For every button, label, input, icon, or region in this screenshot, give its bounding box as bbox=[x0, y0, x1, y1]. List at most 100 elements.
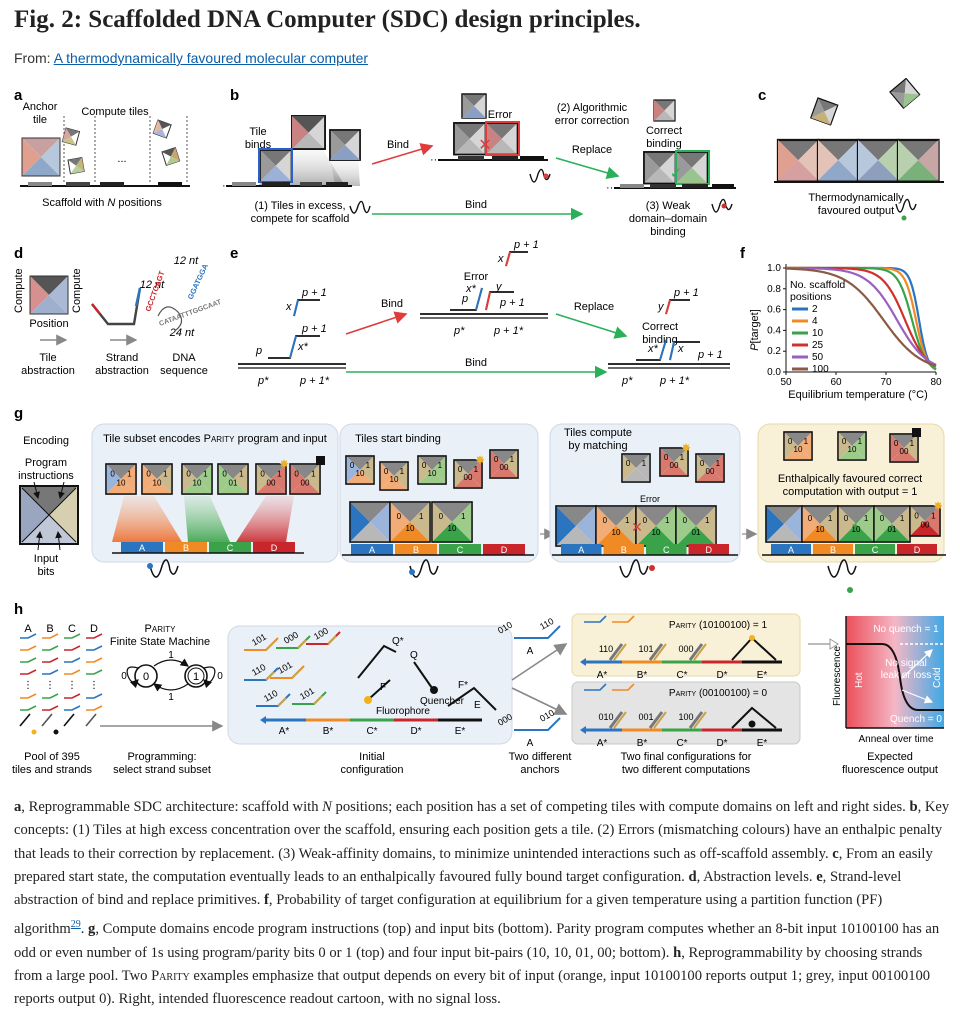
legend-entry-100: 100 bbox=[812, 364, 829, 375]
tile-bit: 1 bbox=[311, 470, 316, 479]
strand-bit-label: 101 bbox=[638, 644, 653, 654]
dna-sequence-label-2: sequence bbox=[160, 365, 208, 377]
x-tick-label: 70 bbox=[880, 377, 892, 388]
tile-bit: 1 bbox=[400, 467, 405, 476]
e-bind-label-2: Bind bbox=[465, 357, 487, 369]
tile-bit: 0 bbox=[683, 516, 688, 525]
bound-strand bbox=[648, 711, 664, 729]
panel-e-letter: e bbox=[230, 245, 238, 262]
svg-text:···: ··· bbox=[430, 154, 441, 166]
tile-bit: 1 bbox=[474, 465, 479, 474]
pool-strand bbox=[42, 657, 59, 663]
y-tick-label: 0.0 bbox=[767, 367, 781, 378]
reference-link-29[interactable]: 29 bbox=[70, 919, 81, 931]
legend-entry-25: 25 bbox=[812, 340, 824, 351]
tile-bit: 0 bbox=[397, 512, 402, 521]
no-signal-label-2: leak or loss bbox=[881, 670, 932, 681]
svg-text:p*: p* bbox=[453, 325, 465, 337]
svg-text:x*: x* bbox=[297, 341, 309, 353]
svg-text:x*: x* bbox=[647, 343, 659, 355]
e-label: E bbox=[474, 700, 481, 711]
no-signal-label-1: No signal bbox=[885, 658, 927, 669]
tile-bit: 0 bbox=[494, 455, 499, 464]
svg-text:⋮: ⋮ bbox=[23, 680, 33, 691]
nt-12-right: 12 nt bbox=[174, 255, 199, 267]
strand-bit-label: 100 bbox=[678, 712, 693, 722]
e-correct-binding-1: Correct bbox=[642, 321, 678, 333]
scaffold-domain-label: D* bbox=[716, 738, 727, 749]
tile-input-bits: 10 bbox=[193, 479, 202, 488]
scaffold-label-C: C bbox=[227, 543, 234, 553]
tile-bit: 1 bbox=[705, 516, 710, 525]
pool-strand bbox=[86, 693, 103, 699]
tile-input-bits: 00 bbox=[921, 521, 930, 530]
scaffold-segment-D bbox=[483, 544, 525, 555]
initial-config-label-2: configuration bbox=[341, 764, 404, 776]
bound-strand bbox=[608, 643, 624, 661]
free-tile-icon bbox=[653, 99, 676, 122]
scaffold-domain-label: D* bbox=[410, 726, 421, 737]
weak-binding-label-1: (3) Weak bbox=[646, 200, 691, 212]
anchor-strand-2 bbox=[514, 717, 561, 731]
encoding-label: Encoding bbox=[23, 435, 69, 447]
e-error-label: Error bbox=[464, 271, 489, 283]
strand-bit-label: 000 bbox=[678, 644, 693, 654]
tile-bit: 1 bbox=[239, 470, 244, 479]
free-tile-icon bbox=[291, 115, 326, 150]
correct-binding-label-2: binding bbox=[646, 138, 681, 150]
pool-column-A: A bbox=[24, 623, 32, 635]
scaffold-segment-C bbox=[646, 544, 687, 555]
scaffold-domain-label: A* bbox=[279, 726, 290, 737]
pool-strand bbox=[20, 669, 37, 675]
tile-bit: 1 bbox=[931, 512, 936, 521]
scaffold-domain-label: E* bbox=[757, 670, 768, 681]
star-icon: ✸ bbox=[933, 499, 943, 513]
pool-column-D: D bbox=[90, 623, 98, 635]
scaffold-domain-label: A* bbox=[597, 670, 608, 681]
x-tick-label: 50 bbox=[780, 377, 792, 388]
y-tick-label: 0.6 bbox=[767, 305, 781, 316]
tile-bit: 1 bbox=[858, 437, 863, 446]
tile-input-bits: 10 bbox=[406, 524, 415, 533]
strand-bit-label: 010 bbox=[598, 712, 613, 722]
svg-text:⋮: ⋮ bbox=[89, 680, 99, 691]
compute-right-label: Compute bbox=[71, 268, 83, 313]
pool-column-B: B bbox=[46, 623, 53, 635]
tile-bit: 1 bbox=[438, 461, 443, 470]
legend-title-2: positions bbox=[790, 291, 831, 303]
tile-bit: 0 bbox=[808, 514, 813, 523]
x-tick-label: 60 bbox=[830, 377, 842, 388]
tile-bit: 1 bbox=[642, 459, 647, 468]
tile-bit: 1 bbox=[716, 459, 721, 468]
expected-output-label-1: Expected bbox=[867, 751, 913, 763]
pool-strand bbox=[20, 705, 37, 711]
tile-abstraction-icon bbox=[29, 275, 69, 315]
scaffold-label-A: A bbox=[578, 545, 584, 555]
input-bits-1: Input bbox=[34, 553, 58, 565]
series-line-50 bbox=[786, 267, 937, 366]
weak-binding-label-3: binding bbox=[650, 226, 685, 238]
panel-a-letter: a bbox=[14, 87, 23, 104]
programming-label-1: Programming: bbox=[127, 751, 196, 763]
pool-strand bbox=[86, 657, 103, 663]
tile-bit: 1 bbox=[127, 470, 132, 479]
bound-strand bbox=[608, 711, 624, 729]
svg-text:1: 1 bbox=[168, 650, 174, 661]
tile-input-bits: 10 bbox=[848, 445, 857, 454]
q-star-strand bbox=[357, 644, 397, 679]
programming-label-2: select strand subset bbox=[113, 764, 211, 776]
legend-entry-4: 4 bbox=[812, 316, 818, 327]
panel-c-letter: c bbox=[758, 87, 766, 104]
star-icon: ✸ bbox=[279, 457, 289, 471]
article-link[interactable]: A thermodynamically favoured molecular c… bbox=[53, 50, 369, 66]
tile-bit: 1 bbox=[277, 470, 282, 479]
anchor-label: 110 bbox=[538, 616, 555, 632]
svg-text:x: x bbox=[497, 253, 504, 265]
